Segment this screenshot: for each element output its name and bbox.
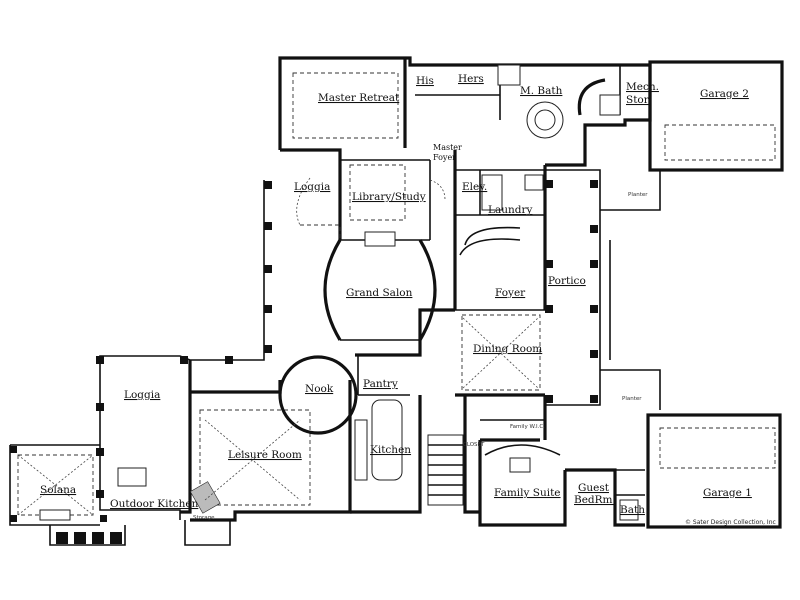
label-storage: Storage [193,515,215,521]
label-garage-2: Garage 2 [700,88,749,100]
label-guest-1: Guest [578,482,610,494]
label-bath: Bath [620,504,645,516]
label-guest-2: BedRm. [574,494,616,506]
label-m-bath: M. Bath [520,85,563,97]
label-elev: Elev. [462,181,487,193]
label-portico: Portico [548,275,586,287]
label-foyer: Foyer [495,287,526,299]
porch-outlines [9,169,661,546]
label-his: His [416,75,434,87]
label-mech: Mech. [626,81,659,93]
label-pantry: Pantry [363,378,398,390]
ceiling-outlines [17,72,776,516]
fixtures [17,64,639,521]
room-labels: Master Retreat His Hers M. Bath Mech. St… [40,73,752,521]
label-library-study: Library/Study [352,191,426,203]
label-master-retreat: Master Retreat [318,92,400,104]
label-leisure-room: Leisure Room [228,449,302,461]
interior-walls [340,65,645,496]
label-grand-salon: Grand Salon [346,287,413,299]
label-hers: Hers [458,73,484,85]
label-stor: Stor. [626,94,651,106]
label-planter-bottom: Planter [622,396,642,402]
label-solana: Solana [40,484,76,496]
copyright-notice: © Sater Design Collection, Inc [685,519,776,526]
label-loggia-left: Loggia [124,389,160,401]
label-garage-1: Garage 1 [703,487,752,499]
stairs [427,434,464,506]
label-outdoor-kitchen: Outdoor Kitchen [110,498,199,510]
label-nook: Nook [305,383,334,395]
label-master-foyer-2: Foyer [433,153,456,162]
label-closet: CLOSET [463,442,485,448]
label-kitchen: Kitchen [370,444,411,456]
label-family-suite: Family Suite [494,487,561,499]
label-family-wic: Family W.I.C. [510,424,545,430]
label-planter-top: Planter [628,192,648,198]
label-master-foyer-1: Master [433,143,462,152]
label-dining-room: Dining Room [473,343,542,355]
curves [278,78,606,456]
label-loggia-top: Loggia [294,181,330,193]
label-laundry: Laundry [488,204,532,216]
